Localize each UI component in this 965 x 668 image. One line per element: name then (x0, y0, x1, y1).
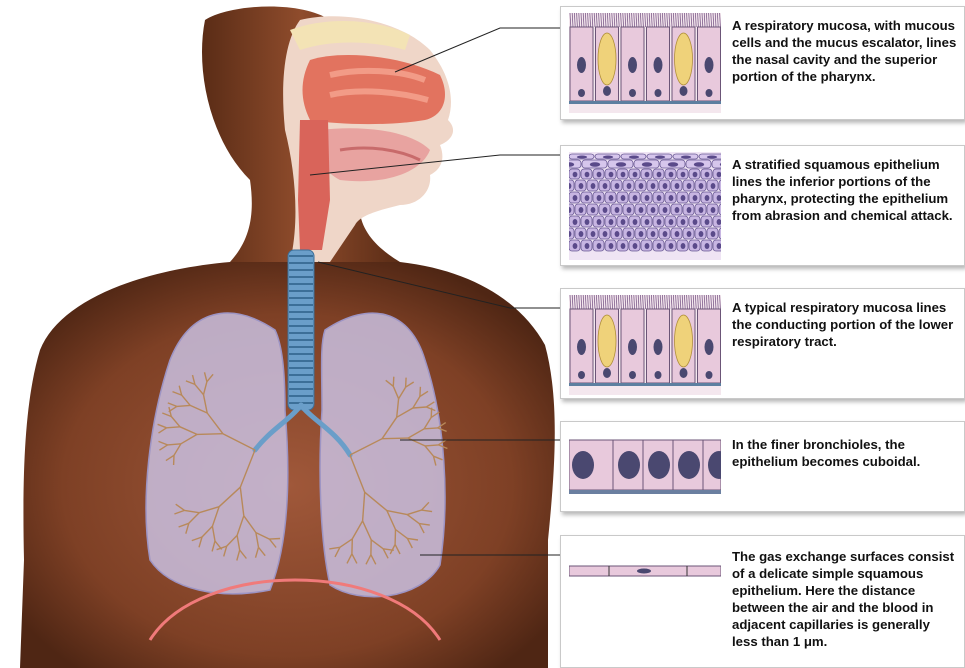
callout-cuboidal: In the finer bronchioles, the epithelium… (560, 421, 965, 512)
callout-stratified-squamous: A stratified squamous epithelium lines t… (560, 145, 965, 266)
callout-1-text: A respiratory mucosa, with mucous cells … (732, 17, 958, 85)
ciliated-columnar-epithelium-icon (569, 13, 721, 113)
callout-2-text: A stratified squamous epithelium lines t… (732, 156, 958, 224)
simple-squamous-epithelium-icon (569, 542, 721, 592)
callout-respiratory-mucosa-upper: A respiratory mucosa, with mucous cells … (560, 6, 965, 120)
callout-5-text: The gas exchange surfaces consist of a d… (732, 548, 958, 650)
stratified-squamous-epithelium-icon (569, 152, 721, 260)
callout-4-text: In the finer bronchioles, the epithelium… (732, 436, 958, 470)
callout-simple-squamous: The gas exchange surfaces consist of a d… (560, 535, 965, 668)
trachea (288, 250, 314, 410)
ciliated-columnar-epithelium-icon (569, 295, 721, 395)
callout-respiratory-mucosa-lower: A typical respiratory mucosa lines the c… (560, 288, 965, 399)
callout-3-text: A typical respiratory mucosa lines the c… (732, 299, 958, 350)
cuboidal-epithelium-icon (569, 428, 721, 508)
